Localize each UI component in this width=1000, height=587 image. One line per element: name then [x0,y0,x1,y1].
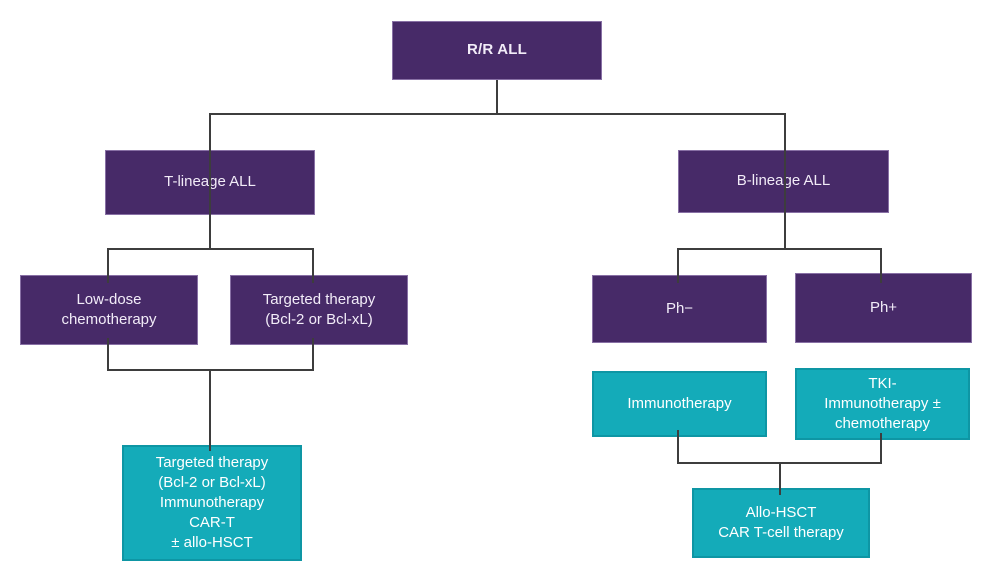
connector-top-horizontal [209,113,786,115]
connector-targeted-out [312,338,314,371]
connector-allo-hsct-vertical [779,462,781,495]
connector-low-dose-in [107,248,109,283]
node-rr-all: R/R ALL [392,21,602,80]
node-targeted-therapy: Targeted therapy (Bcl-2 or Bcl-xL) [230,275,408,345]
connector-b-split-horizontal [677,248,882,250]
node-ph-negative: Ph− [592,275,767,343]
node-allo-hsct-car-t: Allo-HSCT CAR T-cell therapy [692,488,870,558]
connector-t-lineage-vertical [209,113,211,249]
connector-ph-positive-in [880,248,882,283]
connector-ph-negative-in [677,248,679,283]
node-ph-positive: Ph+ [795,273,972,343]
connector-tki-out [880,433,882,464]
connector-t-split-horizontal [107,248,314,250]
connector-t-combo-vertical [209,369,211,451]
connector-immunotherapy-out [677,430,679,464]
connector-low-dose-out [107,338,109,371]
node-targeted-immuno-cart-allo-hsct: Targeted therapy (Bcl-2 or Bcl-xL) Immun… [122,445,302,561]
node-low-dose-chemotherapy: Low-dose chemotherapy [20,275,198,345]
connector-targeted-in [312,248,314,283]
node-immunotherapy: Immunotherapy [592,371,767,437]
connector-root-vertical [496,80,498,114]
connector-b-lineage-vertical [784,113,786,249]
node-tki-immunotherapy-chemotherapy: TKI- Immunotherapy ± chemotherapy [795,368,970,440]
